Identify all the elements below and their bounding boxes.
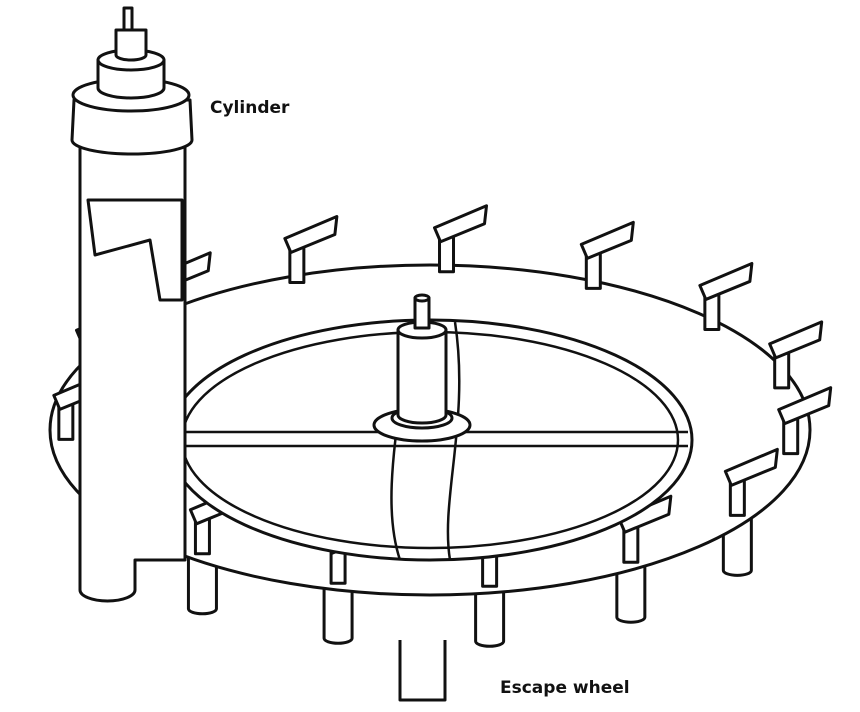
- wheel-tooth: [433, 204, 489, 274]
- wheel-pillar: [615, 560, 647, 624]
- wheel-tooth: [283, 215, 339, 285]
- wheel-axle: [398, 640, 447, 702]
- wheel-pillar: [186, 552, 218, 616]
- wheel-tooth: [698, 261, 754, 331]
- wheel-tooth: [768, 320, 824, 390]
- escape-wheel-label: Escape wheel: [500, 678, 630, 698]
- wheel-pillar: [322, 581, 354, 645]
- wheel-tooth: [777, 386, 833, 456]
- cylinder: [70, 6, 194, 603]
- wheel-tooth: [579, 220, 635, 290]
- wheel-tooth: [723, 447, 779, 517]
- cylinder-label: Cylinder: [210, 98, 290, 118]
- wheel-arbor: [372, 293, 472, 443]
- wheel-pillar: [474, 584, 506, 648]
